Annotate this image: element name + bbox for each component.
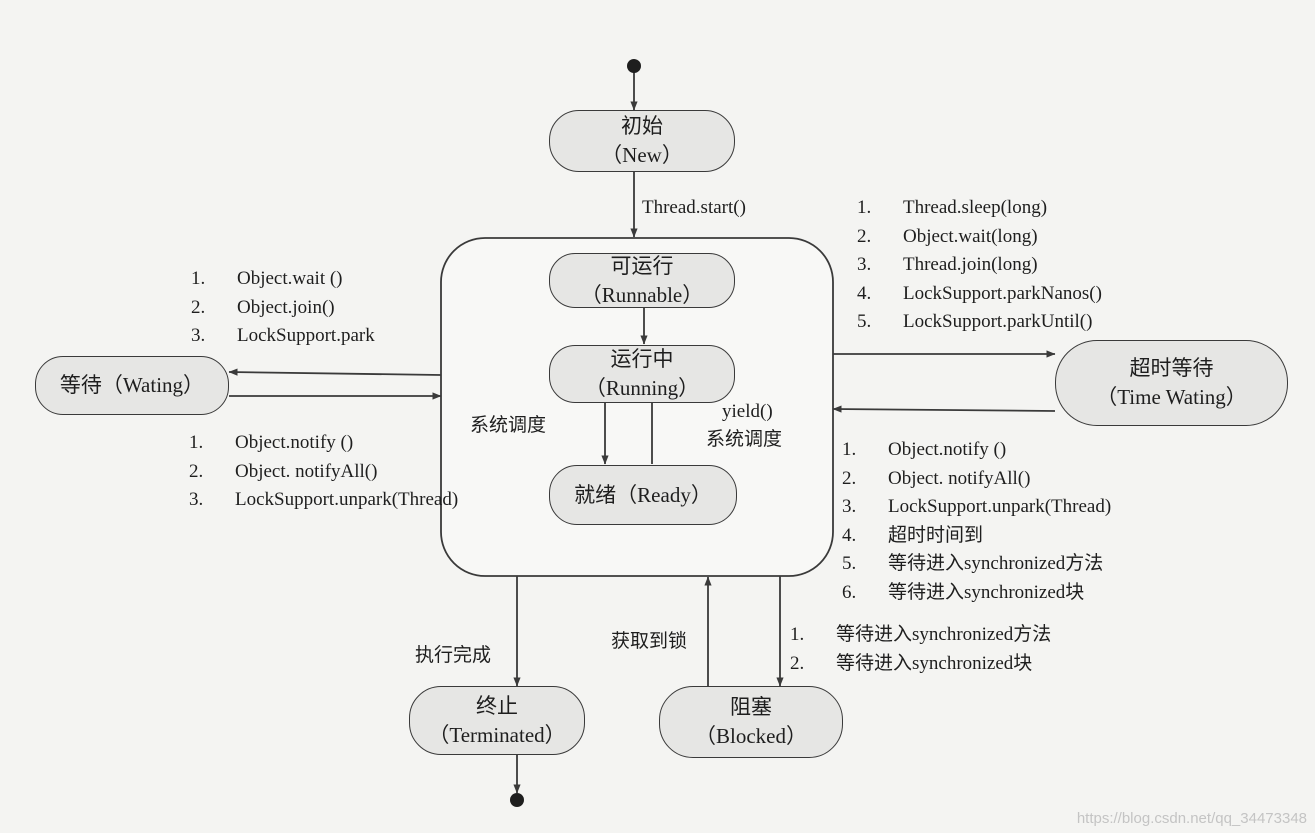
state-sub: （Runnable） <box>580 282 704 307</box>
state-sub: （Time Wating） <box>1096 385 1247 409</box>
state-name: 超时等待 <box>1129 356 1214 380</box>
list-item: 2.Object.wait(long) <box>857 225 1038 247</box>
label-yield: yield() <box>722 401 773 422</box>
list-item: 3.LockSupport.unpark(Thread) <box>842 496 1112 517</box>
list-item: 5.等待进入synchronized方法 <box>842 553 1104 574</box>
list-item: 1.Object.notify () <box>189 432 354 453</box>
list-item: 1.Object.notify () <box>842 439 1007 460</box>
list-from-waiting: 1.Object.notify () 2.Object. notifyAll()… <box>189 429 458 515</box>
state-blocked: 阻塞 （Blocked） <box>659 686 843 758</box>
end-node <box>510 793 524 807</box>
label-scheduling-left: 系统调度 <box>470 415 547 436</box>
state-sub: （Wating） <box>101 373 205 397</box>
list-item: 2.Object. notifyAll() <box>189 460 378 482</box>
state-running: 运行中 （Running） <box>549 345 735 403</box>
label-finished: 执行完成 <box>415 645 492 666</box>
start-node <box>627 59 641 73</box>
list-item: 3.Thread.join(long) <box>857 254 1038 275</box>
list-item: 4.超时时间到 <box>842 524 984 546</box>
from-timed-waiting-arrow <box>832 405 1056 413</box>
list-item: 1.Thread.sleep(long) <box>857 197 1048 218</box>
state-sub: （Terminated） <box>428 722 566 747</box>
list-from-timed-waiting: 1.Object.notify () 2.Object. notifyAll()… <box>842 436 1111 607</box>
state-ready: 就绪 （Ready） <box>549 465 737 525</box>
list-item: 2.Object. notifyAll() <box>842 467 1031 489</box>
list-item: 6.等待进入synchronized块 <box>842 581 1085 603</box>
state-waiting: 等待 （Wating） <box>35 356 229 415</box>
list-item: 1.等待进入synchronized方法 <box>790 624 1052 645</box>
state-new: 初始 （New） <box>549 110 735 172</box>
state-timed-waiting: 超时等待 （Time Wating） <box>1055 340 1288 426</box>
list-item: 3.LockSupport.unpark(Thread) <box>189 489 459 510</box>
list-item: 5.LockSupport.parkUntil() <box>857 311 1093 332</box>
state-terminated: 终止 （Terminated） <box>409 686 585 755</box>
state-name: 可运行 <box>610 253 674 278</box>
state-name: 就绪 <box>574 482 617 507</box>
list-to-waiting: 1.Object.wait () 2.Object.join() 3.LockS… <box>191 265 375 351</box>
state-sub: （New） <box>601 143 683 167</box>
state-name: 运行中 <box>610 347 674 371</box>
list-item: 3.LockSupport.park <box>191 325 375 346</box>
state-name: 初始 <box>621 114 663 138</box>
state-sub: （Ready） <box>616 482 712 507</box>
label-scheduling-right: 系统调度 <box>706 429 783 450</box>
state-name: 等待 <box>59 373 102 397</box>
state-name: 阻塞 <box>730 695 772 719</box>
list-to-blocked: 1.等待进入synchronized方法 2.等待进入synchronized块 <box>790 621 1051 678</box>
list-item: 2.Object.join() <box>191 296 335 318</box>
to-waiting-arrow <box>228 368 442 376</box>
list-item: 2.等待进入synchronized块 <box>790 652 1033 674</box>
state-sub: （Blocked） <box>695 724 807 748</box>
state-name: 终止 <box>476 693 518 718</box>
list-to-timed-waiting: 1.Thread.sleep(long) 2.Object.wait(long)… <box>857 194 1102 337</box>
list-item: 4.LockSupport.parkNanos() <box>857 282 1102 304</box>
state-runnable: 可运行 （Runnable） <box>549 253 735 308</box>
list-item: 1.Object.wait () <box>191 268 343 289</box>
label-thread-start: Thread.start() <box>642 197 746 218</box>
watermark: https://blog.csdn.net/qq_34473348 <box>1076 810 1307 827</box>
state-sub: （Running） <box>584 376 700 400</box>
label-acquire-lock: 获取到锁 <box>611 631 688 652</box>
